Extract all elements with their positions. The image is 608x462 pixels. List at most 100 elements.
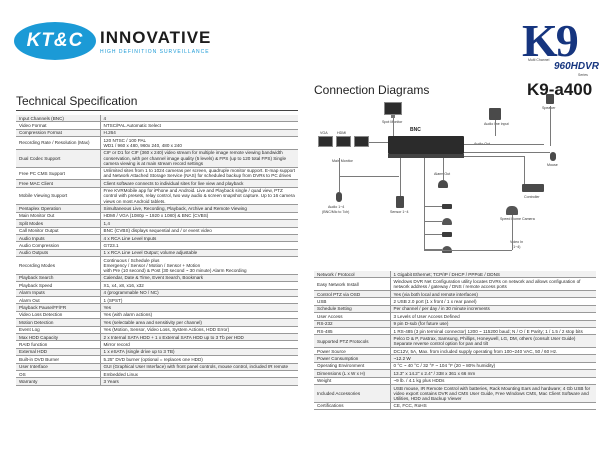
- connector-line: [424, 234, 442, 235]
- spec-label: Free PC CMS Support: [16, 167, 101, 181]
- brand-tagline: HIGH DEFINITION SURVEILLANCE: [100, 49, 210, 55]
- spec-label: User Interface: [16, 363, 101, 371]
- spec-label: Dual Codec Support: [16, 149, 101, 168]
- connector-line: [424, 250, 512, 251]
- connector-line: [400, 158, 401, 196]
- spec-value: 1 RS-485 (3 pin terminal connector) 1200…: [390, 327, 596, 336]
- spec-label: Playback Speed: [16, 281, 101, 290]
- alarm-out-label: Alarm Out: [434, 172, 451, 176]
- camera-dome-2: [442, 246, 452, 253]
- spec-label: External HDD: [16, 348, 101, 357]
- spec-row: Weight~9 lb. / 4.1 kg plus HDDs: [314, 377, 596, 385]
- ktc-logo: KT&C: [14, 22, 96, 60]
- audio-line-input-device: [489, 108, 501, 120]
- spec-label: Supported PTZ Protocols: [314, 334, 391, 348]
- spec-label: Call Monitor Output: [16, 227, 101, 235]
- spec-value: 4 x RCA Line Level Inputs: [100, 234, 298, 243]
- spec-value: DC12V, 5A, Max. from included supply ope…: [390, 347, 596, 356]
- spec-value: Free KVRMobile app for iPhone and Androi…: [100, 187, 298, 206]
- spec-value: Embedded Linux: [100, 370, 298, 379]
- spec-label: Input Channels (BNC): [16, 115, 101, 123]
- k9-logo-series: Series: [578, 73, 588, 77]
- spec-label: Dimensions (L x W x H): [314, 369, 391, 378]
- spec-label: Certifications: [314, 402, 391, 411]
- spot-monitor-stand: [391, 115, 395, 118]
- speaker-label: Speaker: [542, 106, 556, 110]
- spec-value: 1 x eSATA (single drive up to 3 TB): [100, 348, 298, 357]
- spec-label: Main Monitor Out: [16, 212, 101, 221]
- mouse-device: [550, 152, 556, 161]
- spec-label: OS: [16, 370, 101, 379]
- spec-label: Audio Inputs: [16, 234, 101, 243]
- spec-value: 1 Gigabit Ethernet; TCP/IP / DHCP / PPPo…: [390, 271, 596, 279]
- spec-label: Recording Rate / Resolution (Max): [16, 136, 101, 150]
- spec-value: NTSC/PAL Automatic Select: [100, 121, 298, 130]
- spec-value: 9 pin D-sub (for future use): [390, 320, 596, 329]
- spec-label: Event Log: [16, 326, 101, 335]
- spec-value: 1,4: [100, 219, 298, 228]
- spec-label: Built-in DVD Burner: [16, 355, 101, 364]
- camera-dome-1: [442, 218, 452, 225]
- spec-value: Yes (with alarm actions): [100, 311, 298, 320]
- speed-dome-label: Speed Dome Camera: [500, 217, 535, 221]
- video-in-sublabel: (1~4): [512, 245, 521, 249]
- controller-device: [522, 184, 544, 192]
- spec-label: Split Modes: [16, 219, 101, 228]
- main-monitor-bnc: [354, 136, 369, 147]
- spec-value: Calendar, Date & Time, Event Search, Boo…: [100, 274, 298, 283]
- spec-value: 4: [100, 115, 298, 123]
- spec-value: Windows DVR Net Configuration utility lo…: [390, 277, 596, 292]
- audio-in-label: Audio 1~4: [328, 205, 345, 209]
- spot-monitor-label: Spot Monitor: [382, 120, 403, 124]
- spec-label: Included Accessories: [314, 384, 391, 403]
- spec-value: ~12.2 W: [390, 354, 596, 363]
- connector-line: [393, 118, 394, 136]
- spec-value: USB mouse, IR Remote Control with batter…: [390, 384, 596, 403]
- spec-label: RS-485: [314, 327, 391, 336]
- spec-label: Free MAC Client: [16, 179, 101, 188]
- connector-line: [512, 215, 513, 250]
- video-in-label: Video In: [510, 240, 524, 244]
- spec-value: 1 x RCA Line Level Output; volume adjust…: [100, 249, 298, 258]
- section-rule-left: [16, 110, 298, 111]
- spec-row: Dimensions (L x W x H)13.3" x 14.2" x 2.…: [314, 369, 596, 378]
- k9-logo-hdvr: 960HDVR: [554, 61, 600, 72]
- spec-label: Power Consumption: [314, 354, 391, 363]
- connector-line: [339, 176, 399, 177]
- spec-value: Yes (selectable area and sensitivity per…: [100, 318, 298, 327]
- main-monitor-label: Main Monitor: [332, 159, 353, 163]
- spec-label: Video Format: [16, 121, 101, 130]
- spec-value: 3 Levels of User Access Defined: [390, 312, 596, 321]
- spec-row: Input Channels (BNC)4: [16, 115, 298, 123]
- audio-in-microphone: [336, 192, 342, 202]
- spec-label: Network / Protocol: [314, 271, 391, 279]
- spec-label: Mobile Viewing Support: [16, 187, 101, 206]
- spec-label: Weight: [314, 377, 391, 385]
- spec-label: User Access: [314, 312, 391, 321]
- spec-value: Yes: [100, 303, 298, 312]
- connector-line: [464, 156, 524, 157]
